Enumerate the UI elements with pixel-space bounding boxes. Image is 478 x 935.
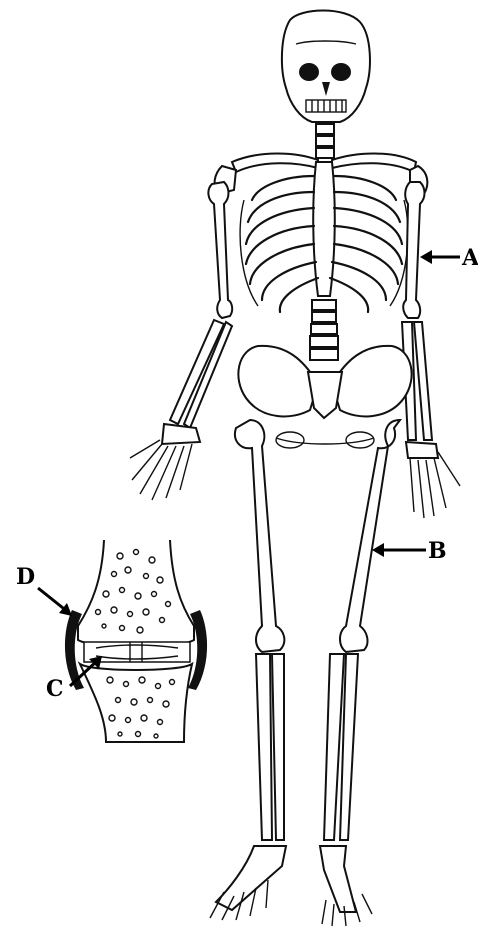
label-arrow-b	[372, 543, 426, 557]
right-arm	[402, 182, 460, 518]
label-d: D	[16, 564, 35, 590]
skull	[282, 11, 370, 123]
label-arrow-d	[38, 588, 72, 616]
rib-cage	[240, 162, 408, 312]
label-b: B	[428, 538, 447, 564]
left-arm	[130, 182, 232, 500]
knee-joint-inset	[65, 540, 207, 742]
label-arrow-a	[420, 250, 460, 264]
left-leg	[210, 420, 286, 920]
label-c: C	[46, 676, 64, 702]
right-leg	[320, 420, 400, 926]
label-a: A	[461, 245, 478, 271]
